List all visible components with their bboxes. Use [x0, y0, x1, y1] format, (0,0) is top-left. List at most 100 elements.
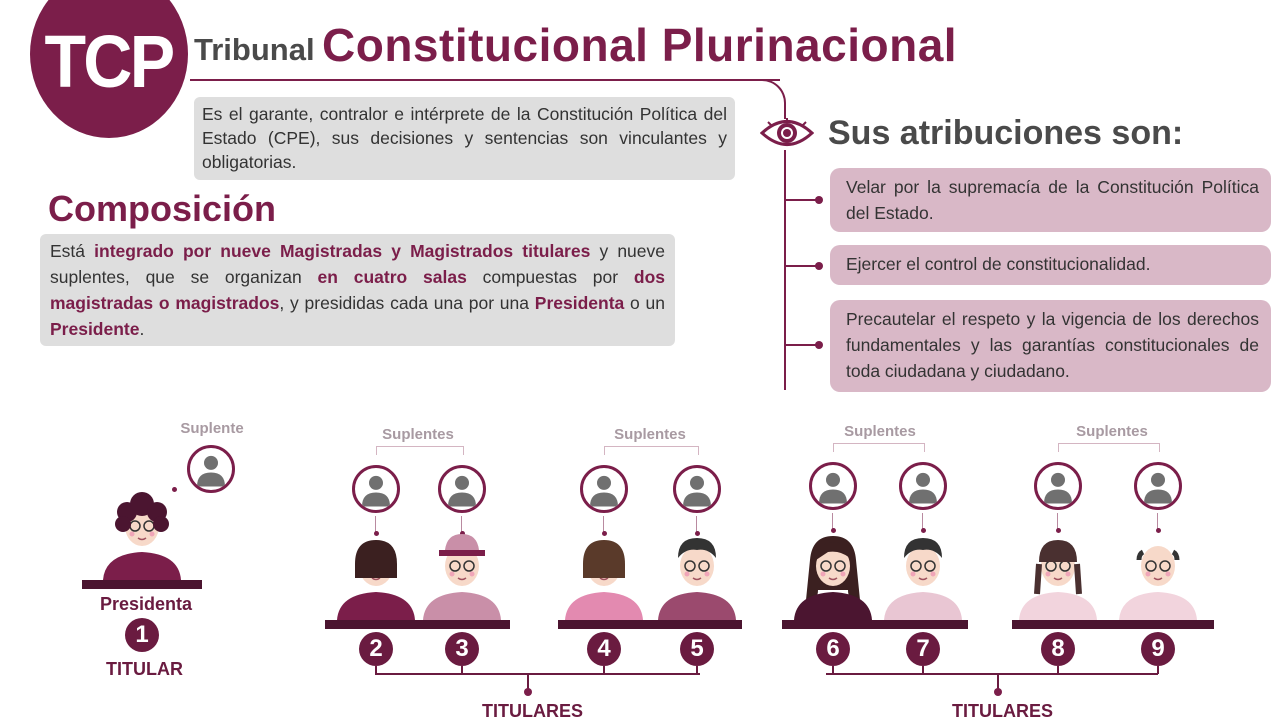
suplentes-label: Suplentes: [382, 426, 454, 443]
number-2-badge: 2: [359, 632, 393, 666]
suplentes-bracket: [1058, 443, 1160, 452]
highlight-text: Presidente: [50, 319, 140, 339]
number-4-badge: 4: [587, 632, 621, 666]
body-text: compuestas por: [466, 267, 634, 287]
highlight-text: integrado por nueve Magistradas y Magist…: [94, 241, 591, 261]
connector-dot: [374, 531, 379, 536]
title-prefix: Tribunal: [194, 32, 315, 67]
body-text: y nueve suplentes, que se organizan: [50, 241, 666, 287]
titular-connector: [375, 666, 377, 674]
suplente-connector: [603, 516, 604, 534]
suplentes-bracket: [376, 446, 464, 455]
description-box: Es el garante, contralor e intérprete de…: [194, 97, 735, 180]
titular-label: TITULAR: [106, 659, 183, 679]
suplente-connector: [1057, 513, 1058, 531]
titular-connector: [603, 666, 605, 674]
connector-dot: [994, 688, 1002, 696]
desk: [558, 620, 742, 629]
magistrate-illustration: [884, 538, 962, 620]
number-1-badge: 1: [125, 618, 159, 652]
titulares-bracket-right: [826, 673, 1158, 675]
suplentes-bracket: [833, 443, 925, 452]
suplente-connector: [375, 516, 376, 534]
connector-dot: [831, 528, 836, 533]
suplente-label: Suplente: [180, 420, 244, 437]
magistrate-illustration: [565, 540, 643, 620]
magistrate-illustration: [337, 540, 415, 620]
tcp-logo-text: TCP: [44, 20, 175, 103]
composition-heading: Composición: [48, 188, 277, 229]
suplente-avatar-icon: [580, 465, 628, 513]
magistrate-illustration: [1019, 540, 1097, 620]
suplentes-label: Suplentes: [844, 423, 916, 440]
suplente-avatar-icon: [673, 465, 721, 513]
magistrate-illustration: [658, 538, 736, 620]
titulares-stem-left: [527, 673, 529, 691]
connector-dot: [695, 531, 700, 536]
composition-text: Está integrado por nueve Magistradas y M…: [40, 234, 675, 346]
titular-connector: [832, 666, 834, 674]
number-3-badge: 3: [445, 632, 479, 666]
magistrate-illustration: [1119, 546, 1197, 620]
suplente-avatar-icon: [899, 462, 947, 510]
titulares-bracket-left: [375, 673, 700, 675]
desk: [1012, 620, 1214, 629]
number-6-badge: 6: [816, 632, 850, 666]
number-9-badge: 9: [1141, 632, 1175, 666]
suplente-avatar-icon: [187, 445, 235, 493]
attribution-dot: [815, 262, 823, 270]
titular-connector: [1057, 666, 1059, 674]
title-connector: [762, 79, 786, 119]
suplente-avatar-icon: [809, 462, 857, 510]
attribution-dot: [815, 341, 823, 349]
body-text: Está: [50, 241, 95, 261]
attribution-item: Velar por la supremacía de la Constituci…: [830, 168, 1271, 232]
titular-connector: [1157, 666, 1159, 674]
connector-dot: [1056, 528, 1061, 533]
magistrate-illustration: [794, 536, 872, 620]
connector-dot: [1156, 528, 1161, 533]
attribution-connector: [785, 344, 819, 346]
connector-dot: [172, 487, 177, 492]
magistrate-illustration: [423, 534, 501, 620]
desk: [325, 620, 510, 629]
suplentes-label: Suplentes: [1076, 423, 1148, 440]
number-7-badge: 7: [906, 632, 940, 666]
suplente-connector: [1157, 513, 1158, 531]
suplente-connector: [696, 516, 697, 534]
titular-connector: [461, 666, 463, 674]
connector-dot: [602, 531, 607, 536]
attributions-heading: Sus atribuciones son:: [828, 114, 1184, 152]
highlight-text: en cuatro salas: [317, 267, 467, 287]
number-8-badge: 8: [1041, 632, 1075, 666]
suplente-avatar-icon: [352, 465, 400, 513]
magistrate-illustration: [103, 492, 181, 580]
suplente-connector: [922, 513, 923, 531]
number-5-badge: 5: [680, 632, 714, 666]
tcp-logo-circle: [30, 0, 188, 138]
desk: [782, 620, 968, 629]
highlight-text: Presidenta: [534, 293, 625, 313]
titular-connector: [696, 666, 698, 674]
titular-connector: [922, 666, 924, 674]
suplentes-bracket: [604, 446, 699, 455]
connector-dot: [524, 688, 532, 696]
desk: [82, 580, 202, 589]
titulares-label-right: TITULARES: [952, 701, 1053, 721]
eye-icon: [760, 118, 814, 146]
body-text: .: [139, 319, 145, 339]
suplentes-label: Suplentes: [614, 426, 686, 443]
attributions-line: [784, 150, 786, 390]
page-title: Constitucional Plurinacional: [322, 19, 958, 71]
titulares-stem-right: [997, 673, 999, 691]
title-underline: [190, 79, 780, 81]
connector-dot: [460, 531, 465, 536]
attribution-connector: [785, 265, 819, 267]
attribution-dot: [815, 196, 823, 204]
attribution-item: Ejercer el control de constitucionalidad…: [830, 245, 1271, 285]
attribution-connector: [785, 199, 819, 201]
connector-dot: [921, 528, 926, 533]
suplente-avatar-icon: [1034, 462, 1082, 510]
titulares-label-left: TITULARES: [482, 701, 583, 721]
body-text: o un: [624, 293, 665, 313]
